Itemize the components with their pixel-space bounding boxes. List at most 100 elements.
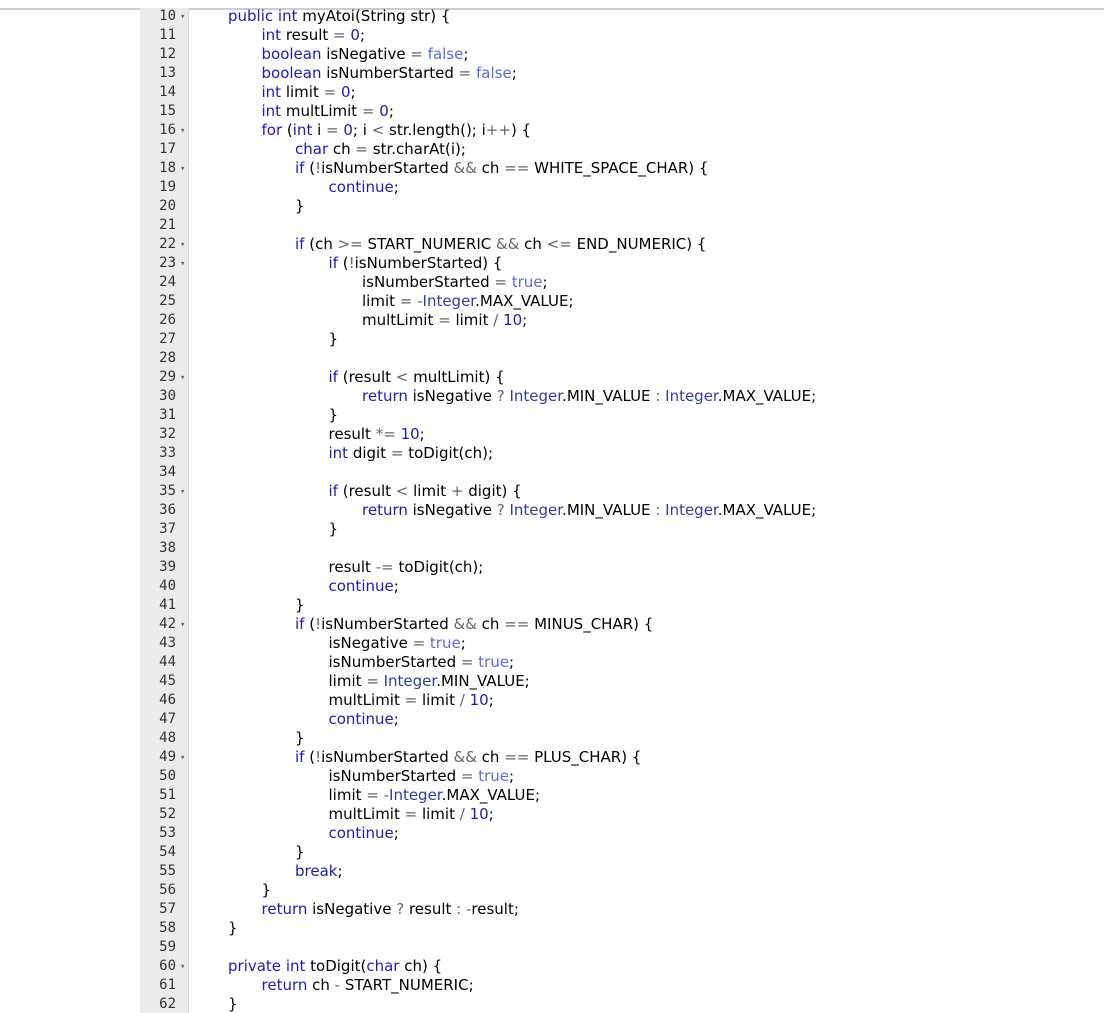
code-line[interactable]: 58} bbox=[0, 919, 1104, 938]
code-token: && bbox=[495, 235, 525, 253]
line-number: 23 bbox=[159, 255, 176, 271]
code-token: / bbox=[459, 805, 470, 823]
code-token: ; i bbox=[352, 121, 372, 139]
line-number: 43 bbox=[159, 635, 176, 651]
code-text: } bbox=[329, 520, 339, 539]
code-line[interactable]: 62} bbox=[0, 995, 1104, 1013]
code-line[interactable]: 37} bbox=[0, 520, 1104, 539]
code-token: (result bbox=[342, 482, 396, 500]
code-token: ? bbox=[496, 387, 510, 405]
code-line[interactable]: 28 bbox=[0, 349, 1104, 368]
code-token: -= bbox=[375, 558, 399, 576]
fold-arrow-icon[interactable]: ▾ bbox=[180, 487, 186, 497]
code-line[interactable]: 23▾if (!isNumberStarted) { bbox=[0, 254, 1104, 273]
code-line[interactable]: 56} bbox=[0, 881, 1104, 900]
code-line[interactable]: 27} bbox=[0, 330, 1104, 349]
code-token: *= bbox=[375, 425, 401, 443]
line-number: 12 bbox=[159, 46, 176, 62]
code-token: } bbox=[261, 881, 272, 899]
code-text: return ch - START_NUMERIC; bbox=[262, 976, 474, 995]
code-line[interactable]: 34 bbox=[0, 463, 1104, 482]
fold-arrow-icon[interactable]: ▾ bbox=[180, 240, 186, 250]
line-number: 35 bbox=[159, 483, 176, 499]
code-text: isNumberStarted = true; bbox=[329, 767, 515, 786]
code-token: ( bbox=[309, 159, 316, 177]
code-token: ch bbox=[332, 140, 356, 158]
code-line[interactable]: 31} bbox=[0, 406, 1104, 425]
code-text: isNumberStarted = true; bbox=[329, 653, 515, 672]
fold-arrow-icon[interactable]: ▾ bbox=[180, 12, 186, 22]
code-line[interactable]: 59 bbox=[0, 938, 1104, 957]
line-number: 60 bbox=[159, 958, 176, 974]
line-number: 27 bbox=[159, 331, 176, 347]
fold-arrow-icon[interactable]: ▾ bbox=[180, 962, 186, 972]
fold-arrow-icon[interactable]: ▾ bbox=[180, 373, 186, 383]
code-line[interactable]: 42▾if (!isNumberStarted && ch == MINUS_C… bbox=[0, 615, 1104, 634]
code-token: .MIN_VALUE bbox=[562, 501, 656, 519]
code-line[interactable]: 18▾if (!isNumberStarted && ch == WHITE_S… bbox=[0, 159, 1104, 178]
code-token: == bbox=[504, 748, 535, 766]
code-line[interactable]: 41} bbox=[0, 596, 1104, 615]
code-line[interactable]: 10▾public int myAtoi(String str) { bbox=[0, 8, 1104, 26]
code-line[interactable]: 21 bbox=[0, 216, 1104, 235]
code-token: ; bbox=[488, 805, 494, 823]
fold-arrow-icon[interactable]: ▾ bbox=[180, 164, 186, 174]
line-number: 62 bbox=[159, 996, 176, 1012]
code-line[interactable]: 22▾if (ch >= START_NUMERIC && ch <= END_… bbox=[0, 235, 1104, 254]
code-token: return bbox=[362, 387, 413, 405]
code-line[interactable]: 49▾if (!isNumberStarted && ch == PLUS_CH… bbox=[0, 748, 1104, 767]
code-token: 0 bbox=[350, 26, 360, 44]
code-token: = bbox=[404, 691, 422, 709]
code-token: } bbox=[295, 843, 305, 861]
code-line[interactable]: 29▾if (result < multLimit) { bbox=[0, 368, 1104, 387]
fold-arrow-icon[interactable]: ▾ bbox=[180, 126, 186, 136]
code-line[interactable]: 48} bbox=[0, 729, 1104, 748]
code-line[interactable]: 60▾private int toDigit(char ch) { bbox=[0, 957, 1104, 976]
code-line[interactable]: 20} bbox=[0, 197, 1104, 216]
fold-arrow-icon[interactable]: ▾ bbox=[180, 753, 186, 763]
code-token: int bbox=[277, 8, 303, 25]
code-text: } bbox=[228, 919, 238, 938]
code-token: 0 bbox=[343, 121, 353, 139]
code-text: int digit = toDigit(ch); bbox=[329, 444, 494, 463]
code-line[interactable]: 38 bbox=[0, 539, 1104, 558]
code-token: continue bbox=[328, 824, 394, 842]
code-line[interactable]: 54} bbox=[0, 843, 1104, 862]
code-token: = bbox=[410, 45, 428, 63]
code-line[interactable]: 16▾for (int i = 0; i < str.length(); i++… bbox=[0, 121, 1104, 140]
fold-arrow-icon[interactable]: ▾ bbox=[180, 259, 186, 269]
code-token: } bbox=[328, 406, 339, 424]
code-token: i bbox=[317, 121, 327, 139]
code-line[interactable]: 35▾if (result < limit + digit) { bbox=[0, 482, 1104, 501]
fold-arrow-icon[interactable]: ▾ bbox=[180, 620, 186, 630]
